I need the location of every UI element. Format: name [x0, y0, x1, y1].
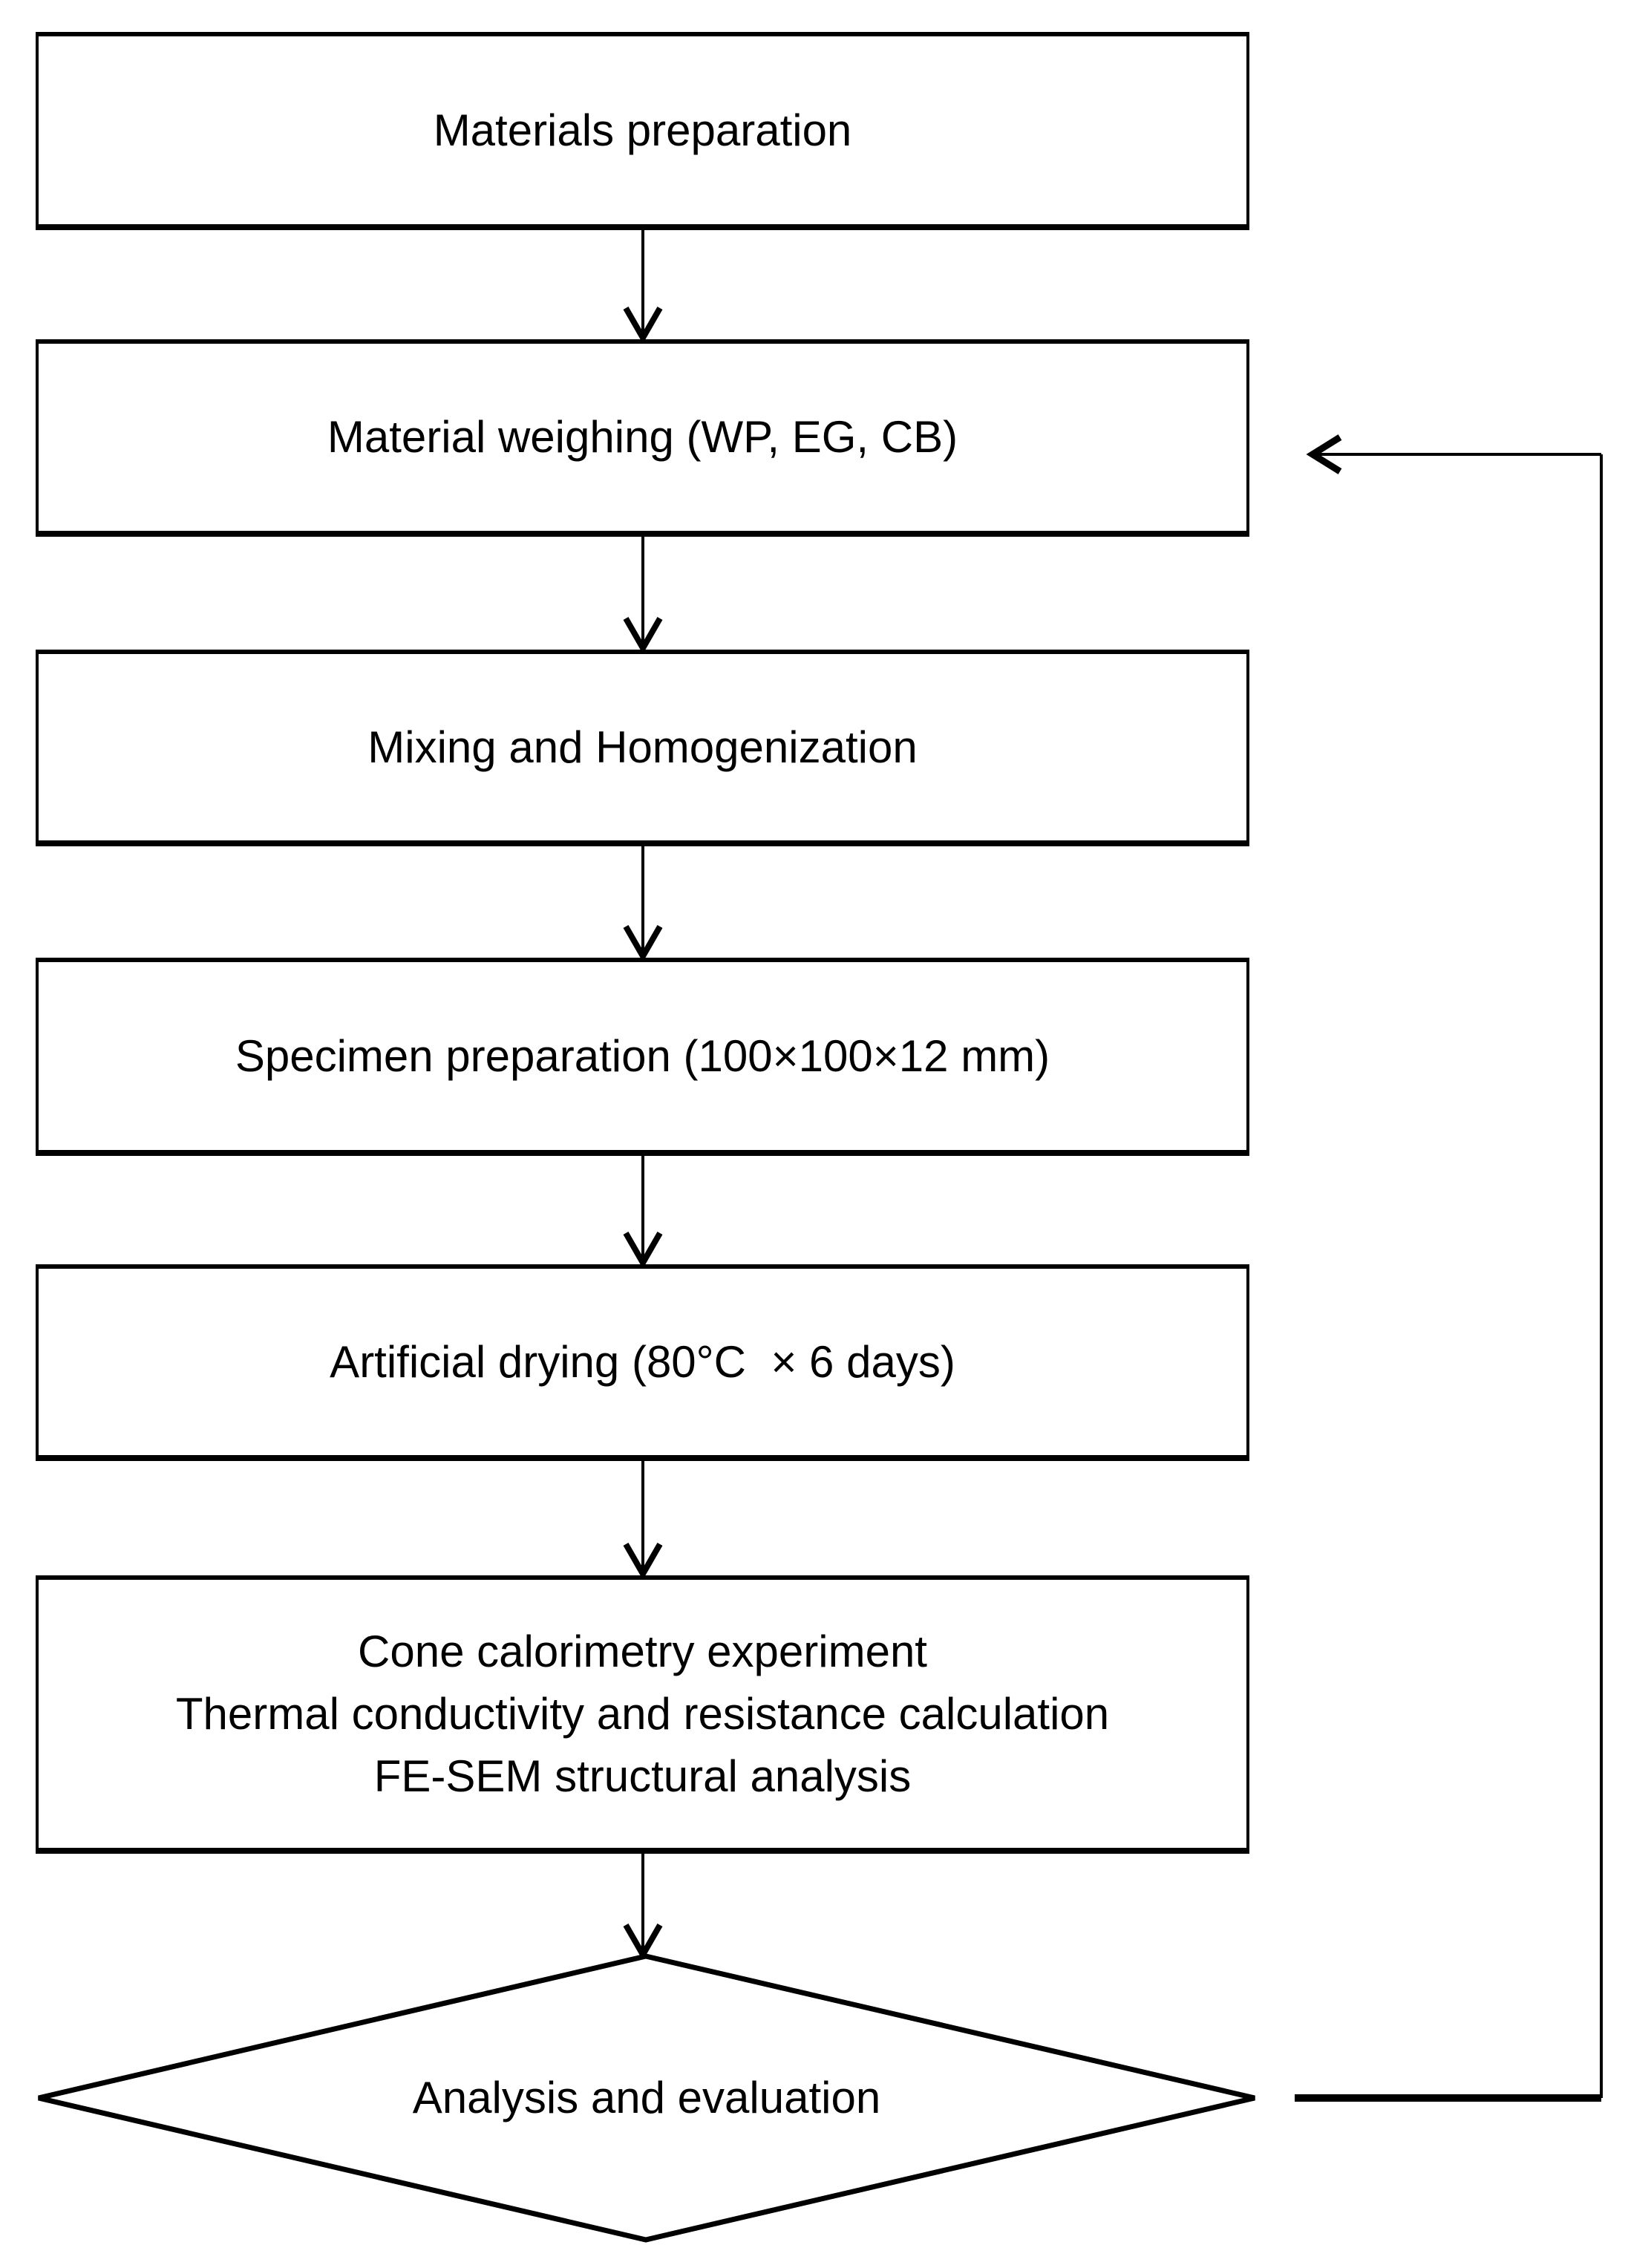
arrow-4-down-arrowhead-icon [623, 1232, 663, 1269]
node-experiments-line-1: Cone calorimetry experiment [358, 1626, 927, 1676]
node-mixing-homogenization: Mixing and Homogenization [36, 650, 1249, 846]
node-material-weighing: Material weighing (WP, EG, CB) [36, 339, 1249, 537]
node-materials-preparation: Materials preparation [36, 32, 1249, 230]
node-specimen-preparation-label: Specimen preparation (100×100×12 mm) [235, 1030, 1050, 1081]
node-experiments-line-2: Thermal conductivity and resistance calc… [175, 1688, 1110, 1739]
feedback-left-arrowhead-icon [1306, 434, 1342, 474]
node-materials-preparation-label: Materials preparation [433, 105, 852, 155]
arrow-1-down-arrowhead-icon [623, 307, 663, 344]
node-specimen-preparation: Specimen preparation (100×100×12 mm) [36, 958, 1249, 1156]
node-experiments-line-3: FE-SEM structural analysis [373, 1751, 912, 1801]
node-analysis-evaluation-label: Analysis and evaluation [412, 2073, 881, 2122]
node-mixing-homogenization-label: Mixing and Homogenization [367, 722, 918, 772]
arrow-3-down-arrowhead-icon [623, 925, 663, 963]
arrow-5-down-arrowhead-icon [623, 1543, 663, 1581]
node-material-weighing-label: Material weighing (WP, EG, CB) [327, 412, 958, 462]
decision-diamond-shape [38, 1953, 1255, 2243]
node-artificial-drying: Artificial drying (80°C × 6 days) [36, 1264, 1249, 1461]
node-analysis-evaluation: Analysis and evaluation [127, 2061, 1166, 2135]
arrow-2-down-arrowhead-icon [623, 617, 663, 655]
node-artificial-drying-label: Artificial drying (80°C × 6 days) [330, 1336, 955, 1387]
node-experiments: Cone calorimetry experiment Thermal cond… [36, 1575, 1249, 1854]
